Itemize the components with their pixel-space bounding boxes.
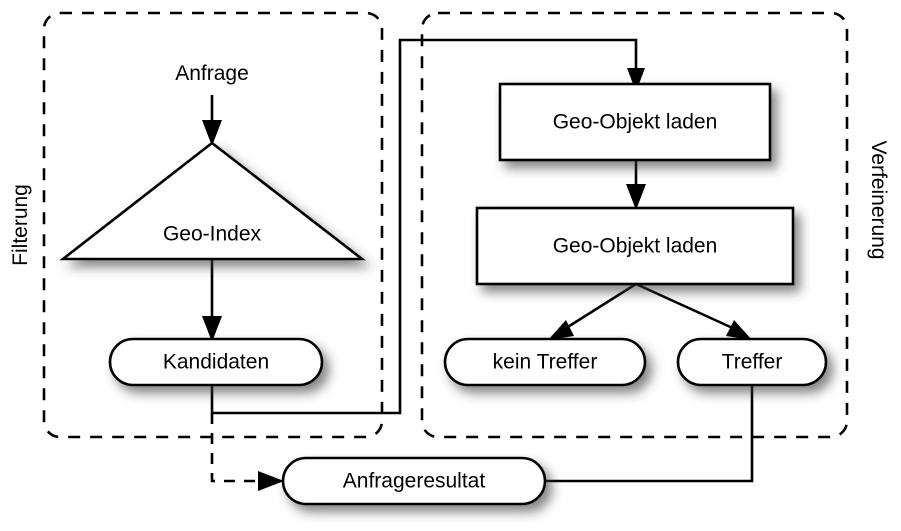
node-geo-objekt-laden-2-shape (475, 206, 795, 286)
node-geo-index[interactable]: Geo-Index (59, 141, 366, 261)
group-verfeinerung: Verfeinerung (420, 11, 890, 439)
edge-geo-objekt-laden-2-to-kein-treffer (548, 282, 637, 340)
edge-kandidaten-to-geo-objekt-laden-1 (210, 38, 645, 415)
edge-anfrage-to-geo-index (202, 95, 222, 146)
arrowhead-into-geo-objekt-laden-2 (626, 184, 646, 210)
arrowhead-into-kein-treffer (548, 320, 574, 340)
arrowhead-into-anfrageresultat (258, 471, 284, 491)
node-geo-objekt-laden-2-label: Geo-Objekt laden (553, 235, 718, 258)
node-kandidaten[interactable]: Kandidaten (108, 337, 324, 387)
node-anfrageresultat-label: Anfrageresultat (343, 470, 486, 493)
node-geo-objekt-laden-2[interactable]: Geo-Objekt laden (475, 206, 795, 286)
arrowhead-into-treffer (726, 320, 752, 340)
node-kein-treffer[interactable]: kein Treffer (443, 337, 647, 387)
node-kandidaten-label: Kandidaten (163, 351, 269, 374)
group-verfeinerung-label: Verfeinerung (867, 140, 890, 259)
node-geo-objekt-laden-1-shape (498, 82, 772, 162)
node-kein-treffer-shape (443, 337, 647, 387)
edge-treffer-to-anfrageresultat (545, 383, 754, 483)
group-filterung-label: Filterung (9, 184, 32, 266)
node-geo-index-shape (59, 141, 366, 261)
node-anfrageresultat[interactable]: Anfrageresultat (281, 456, 547, 506)
group-filterung: Filterung (9, 11, 384, 439)
node-treffer-label: Treffer (722, 351, 783, 374)
edge-kandidaten-to-anfrageresultat (210, 413, 284, 491)
edge-geo-objekt-laden-2-to-treffer (635, 282, 752, 340)
arrowhead-into-geo-objekt-laden-1 (627, 68, 645, 92)
arrowhead-into-kandidaten (202, 316, 222, 342)
node-anfrage: Anfrage (175, 62, 249, 85)
node-geo-index-label: Geo-Index (163, 223, 262, 246)
node-geo-objekt-laden-1-label: Geo-Objekt laden (553, 111, 718, 134)
node-kein-treffer-label: kein Treffer (493, 351, 598, 374)
edge-geo-index-to-kandidaten (202, 259, 222, 342)
node-treffer[interactable]: Treffer (676, 337, 828, 387)
node-kandidaten-shape (108, 337, 324, 387)
node-treffer-shape (676, 337, 828, 387)
node-anfrage-label: Anfrage (175, 62, 249, 85)
arrowhead-into-geo-index (202, 120, 222, 146)
edge-geo-objekt-laden-1-to-2 (626, 160, 646, 210)
node-anfrageresultat-shape (281, 456, 547, 506)
node-geo-objekt-laden-1[interactable]: Geo-Objekt laden (498, 82, 772, 162)
